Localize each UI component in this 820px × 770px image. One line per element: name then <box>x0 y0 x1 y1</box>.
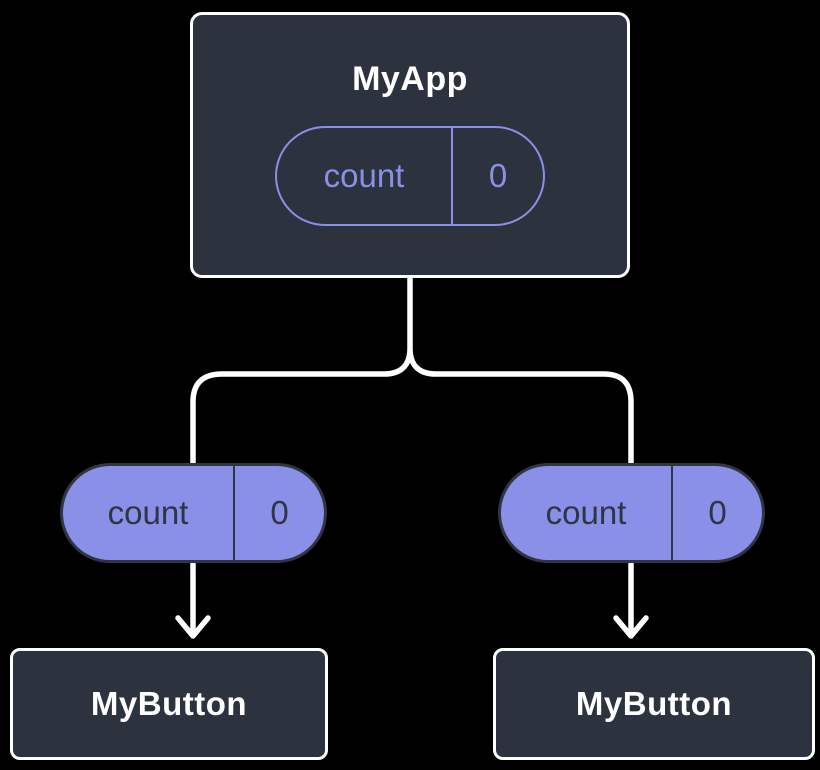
child-component-title: MyButton <box>90 685 248 722</box>
branch-split-line <box>190 275 634 469</box>
right-child-component-node: MyButton <box>493 648 815 760</box>
left-child-component-node: MyButton <box>10 648 328 760</box>
down-arrow-icon <box>613 561 649 639</box>
root-component-title: MyApp <box>352 60 468 98</box>
root-state-pill: count 0 <box>275 126 545 226</box>
state-key-label: count <box>501 466 673 560</box>
state-value-label: 0 <box>270 494 289 531</box>
state-key-label: count <box>277 128 453 224</box>
child-component-title: MyButton <box>575 685 733 722</box>
down-arrow-icon <box>175 561 211 639</box>
state-value-label: 0 <box>488 157 508 194</box>
left-prop-pill: count 0 <box>60 463 327 563</box>
state-value-label: 0 <box>708 494 727 531</box>
state-key-label: count <box>63 466 235 560</box>
root-component-node: MyApp count 0 <box>190 12 630 278</box>
right-prop-pill: count 0 <box>498 463 765 563</box>
